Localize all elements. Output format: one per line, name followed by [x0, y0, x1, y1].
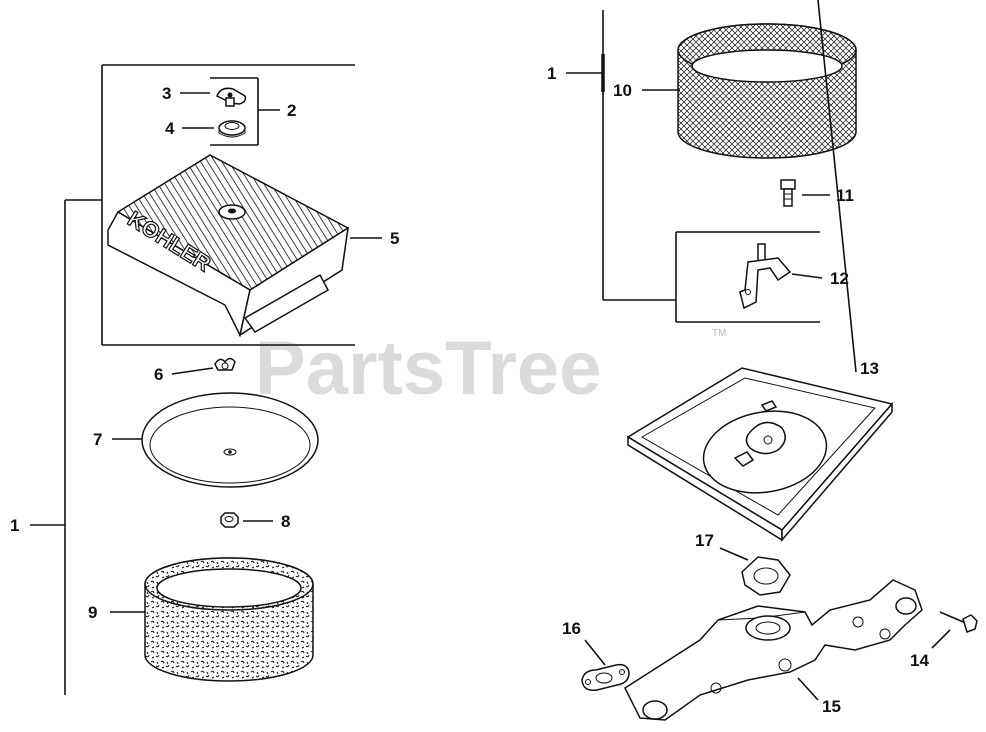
- callout-13: 13: [860, 359, 879, 378]
- part-9-precleaner: [144, 557, 314, 682]
- part-3-knob: [216, 87, 247, 107]
- callout-8: 8: [281, 512, 290, 531]
- callout-2: 2: [287, 101, 296, 120]
- subassembly-bracket-2: [210, 77, 280, 146]
- part-5-cover: KOHLER: [107, 154, 350, 338]
- part-17-gasket: [741, 556, 791, 596]
- part-16-gasket: [581, 663, 630, 692]
- part-14-bolt: [939, 611, 978, 633]
- callout-10: 10: [613, 81, 632, 100]
- part-12-bracket: [739, 243, 792, 310]
- callout-6: 6: [154, 365, 163, 384]
- callout-3: 3: [162, 84, 171, 103]
- assembly-bracket-right: [566, 10, 820, 323]
- callout-12: 12: [830, 269, 849, 288]
- part-8-nut: [220, 512, 239, 528]
- assembly-bracket-left: [30, 64, 355, 695]
- callout-1-left: 1: [10, 516, 19, 535]
- callout-15: 15: [822, 697, 841, 716]
- part-13-base: [626, 367, 894, 543]
- callout-14: 14: [910, 651, 929, 670]
- callout-1-right: 1: [547, 64, 556, 83]
- callout-7: 7: [93, 430, 102, 449]
- callout-11: 11: [836, 186, 854, 205]
- callout-5: 5: [390, 229, 399, 248]
- part-7-base-plate: [141, 392, 319, 488]
- watermark-trademark: TM: [712, 328, 726, 339]
- callout-4: 4: [165, 119, 175, 138]
- callout-16: 16: [562, 619, 581, 638]
- part-11-bolt: [780, 179, 796, 207]
- watermark-text: PartsTree: [255, 326, 601, 411]
- callout-9: 9: [88, 603, 97, 622]
- callout-17: 17: [695, 531, 714, 550]
- part-10-air-filter: [677, 23, 857, 159]
- part-15-elbow: [624, 579, 923, 721]
- part-6-wingnut: [214, 357, 236, 371]
- part-4-seal: [218, 120, 246, 138]
